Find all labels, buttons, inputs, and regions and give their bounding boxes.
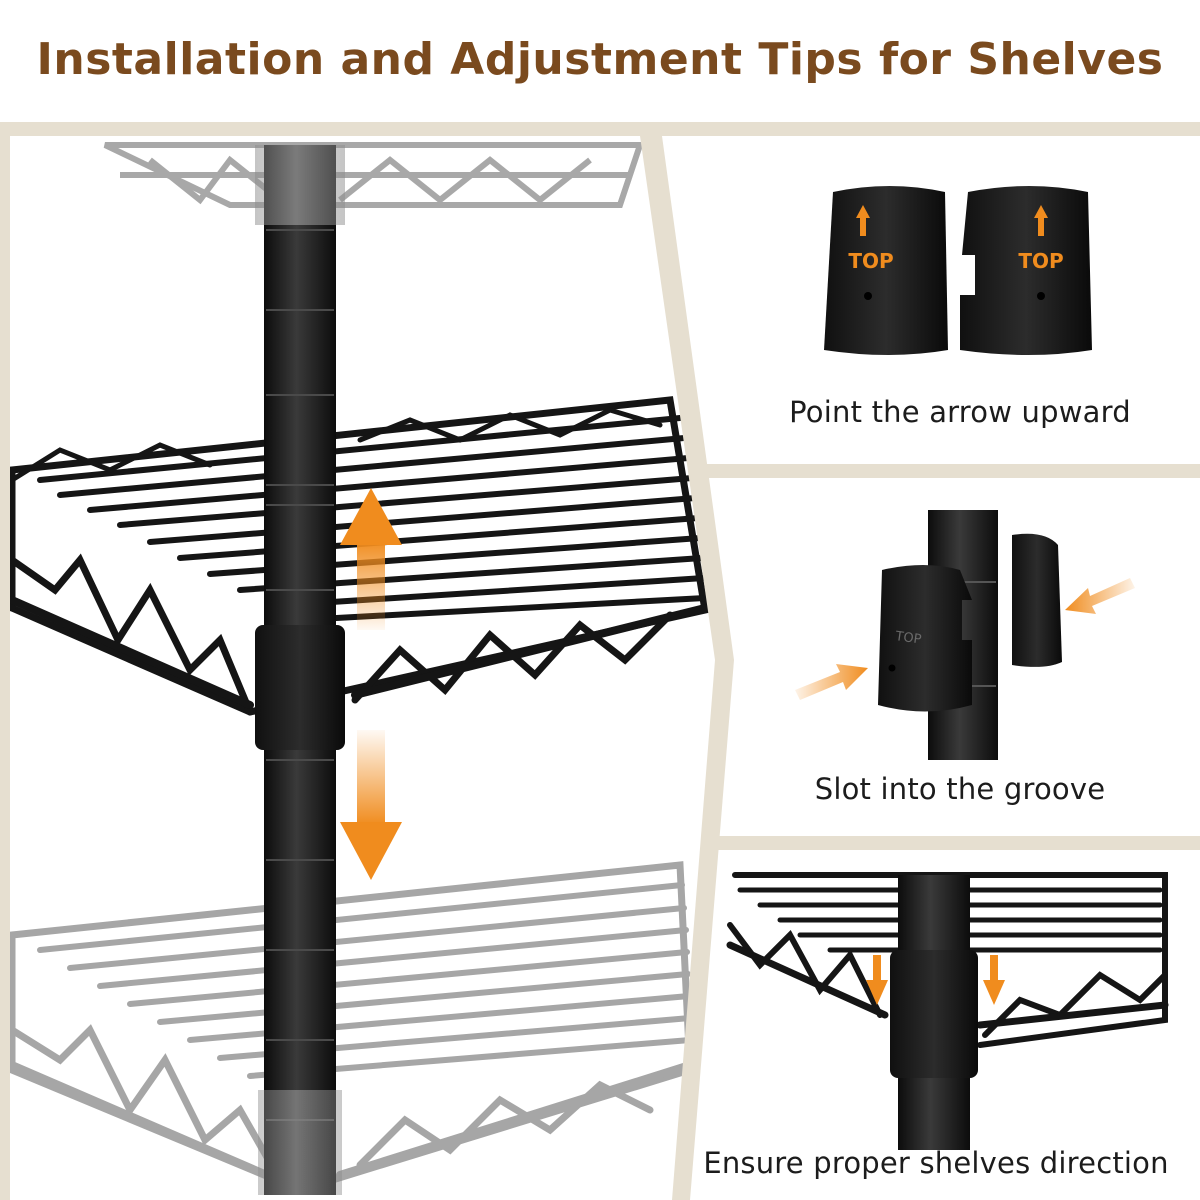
tip3-direction-illustration [726,872,1169,1150]
page-header: Installation and Adjustment Tips for She… [0,0,1200,122]
shelf-pole [255,145,345,1195]
press-arrow-icon [795,578,1135,700]
down-arrow-icon [866,955,1005,1005]
main-shelf-illustration [8,142,709,1195]
sleeve-top-label-1: TOP [848,249,893,273]
ghost-top-shelf [103,142,645,208]
panel-frame [0,122,1200,1200]
pole-sleeve [255,625,345,750]
ghost-lower-shelf [8,861,694,1194]
tip1-sleeve-illustration: TOP TOP [824,186,1092,355]
sleeve-top-label-2: TOP [1018,249,1063,273]
down-arrow-icon [340,730,402,880]
sleeve-half-left: TOP [824,186,948,355]
adjustable-shelf [8,396,709,716]
tip1-caption: Point the arrow upward [789,395,1131,429]
sleeve-half-right: TOP [960,186,1092,355]
tip3-caption: Ensure proper shelves direction [703,1146,1169,1180]
direction-sleeve [890,950,978,1078]
page-title: Installation and Adjustment Tips for She… [36,33,1164,85]
sleeve-back-half [1012,533,1062,667]
up-arrow-icon [340,488,402,630]
tip2-caption: Slot into the groove [814,772,1106,806]
tip2-groove-illustration: TOP [795,510,1135,760]
sleeve-front-half [878,565,972,712]
sleeve-engraved-label: TOP [893,629,922,648]
